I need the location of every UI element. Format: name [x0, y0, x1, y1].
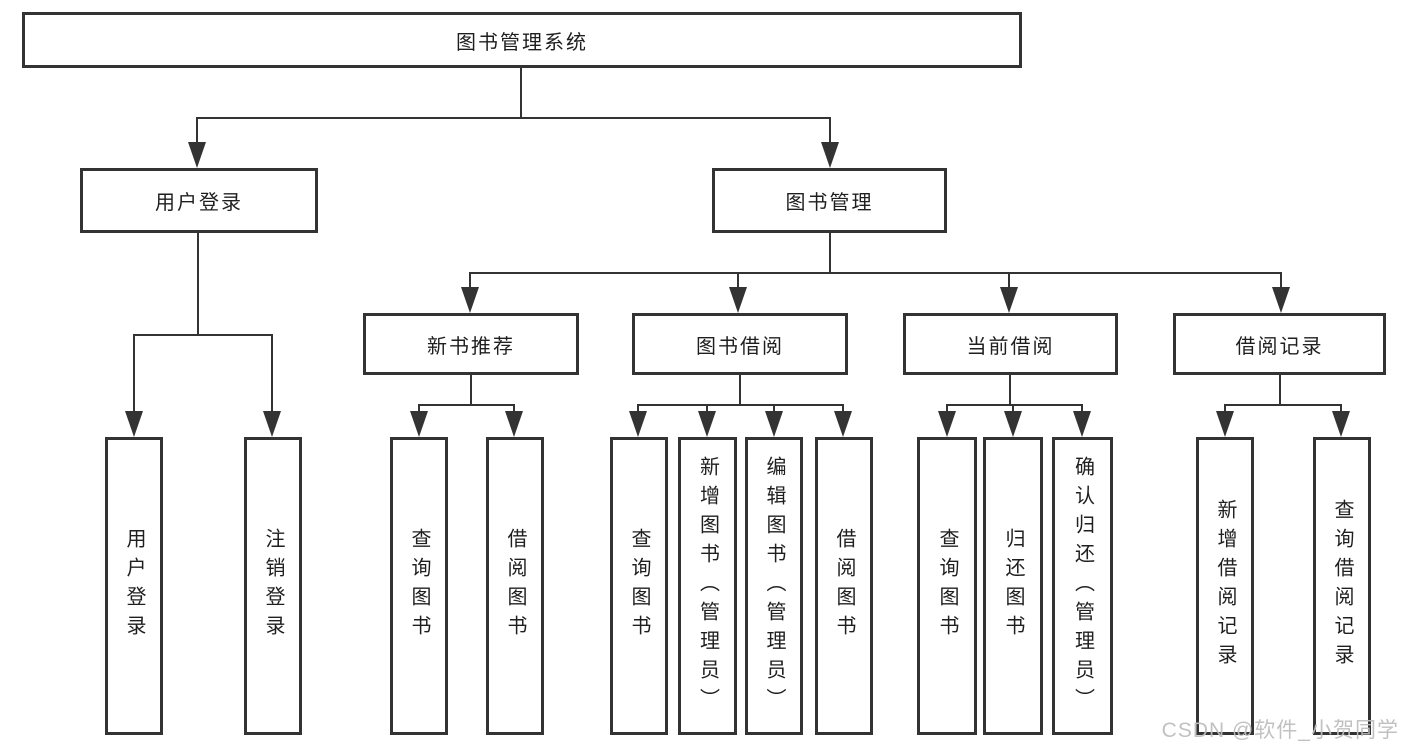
- arrow-down-icon: [461, 287, 479, 313]
- connector-line: [1224, 404, 1226, 414]
- arrow-down-icon: [698, 411, 716, 437]
- arrow-down-icon: [1332, 411, 1350, 437]
- leaf-return-books: 归还图书: [983, 437, 1043, 735]
- leaf-borrow-books-new: 借阅图书: [486, 437, 544, 735]
- arrow-down-icon: [1000, 287, 1018, 313]
- leaf-borrow-books: 借阅图书: [815, 437, 873, 735]
- connector-line: [1081, 404, 1083, 414]
- leaf-user-login: 用户登录: [105, 437, 163, 735]
- connector-line: [737, 272, 739, 289]
- leaf-edit-books-admin: 编辑图书（管理员）: [745, 437, 803, 735]
- connector-line: [1009, 374, 1011, 406]
- connector-line: [1008, 272, 1010, 289]
- node-book-management-system: 图书管理系统: [22, 12, 1022, 68]
- connector-line: [1225, 404, 1342, 406]
- connector-line: [638, 404, 844, 406]
- arrow-down-icon: [1272, 287, 1290, 313]
- connector-line: [271, 334, 273, 413]
- connector-line: [134, 334, 273, 336]
- connector-line: [739, 374, 741, 406]
- arrow-down-icon: [629, 411, 647, 437]
- node-book-management: 图书管理: [712, 168, 947, 233]
- connector-line: [470, 272, 1281, 274]
- connector-line: [513, 404, 515, 414]
- connector-line: [773, 404, 775, 414]
- connector-line: [469, 272, 471, 289]
- arrow-down-icon: [1073, 411, 1091, 437]
- node-book-borrowing: 图书借阅: [632, 313, 848, 375]
- node-borrowing-records: 借阅记录: [1173, 313, 1386, 375]
- node-user-login: 用户登录: [80, 168, 318, 233]
- connector-line: [419, 404, 515, 406]
- connector-line: [706, 404, 708, 414]
- connector-line: [1280, 272, 1282, 289]
- arrow-down-icon: [729, 287, 747, 313]
- connector-line: [197, 117, 831, 119]
- arrow-down-icon: [834, 411, 852, 437]
- arrow-down-icon: [263, 411, 281, 437]
- arrow-down-icon: [410, 411, 428, 437]
- connector-line: [637, 404, 639, 414]
- leaf-query-borrow-record: 查询借阅记录: [1313, 437, 1371, 735]
- connector-line: [1279, 374, 1281, 406]
- leaf-confirm-return-admin: 确认归还（管理员）: [1052, 437, 1113, 735]
- connector-line: [829, 231, 831, 274]
- connector-line: [418, 404, 420, 414]
- leaf-add-books-admin: 新增图书（管理员）: [678, 437, 737, 735]
- leaf-add-borrow-record: 新增借阅记录: [1196, 437, 1254, 735]
- connector-line: [1340, 404, 1342, 414]
- node-current-borrowing: 当前借阅: [903, 313, 1118, 375]
- arrow-down-icon: [821, 142, 839, 168]
- arrow-down-icon: [505, 411, 523, 437]
- connector-line: [1012, 404, 1014, 414]
- arrow-down-icon: [765, 411, 783, 437]
- connector-line: [520, 67, 522, 118]
- arrow-down-icon: [938, 411, 956, 437]
- connector-line: [133, 334, 135, 413]
- leaf-query-books-borrow: 查询图书: [610, 437, 668, 735]
- node-new-book-recommendation: 新书推荐: [363, 313, 579, 375]
- connector-line: [197, 231, 199, 336]
- connector-line: [946, 404, 948, 414]
- connector-line: [947, 404, 1083, 406]
- leaf-query-books-new: 查询图书: [390, 437, 448, 735]
- leaf-logout: 注销登录: [244, 437, 302, 735]
- arrow-down-icon: [188, 142, 206, 168]
- leaf-query-books-current: 查询图书: [917, 437, 977, 735]
- arrow-down-icon: [125, 411, 143, 437]
- connector-line: [829, 117, 831, 145]
- arrow-down-icon: [1004, 411, 1022, 437]
- arrow-down-icon: [1216, 411, 1234, 437]
- connector-line: [842, 404, 844, 414]
- csdn-watermark: CSDN @软件_小贺同学: [1161, 719, 1399, 742]
- connector-line: [470, 374, 472, 406]
- connector-line: [196, 117, 198, 145]
